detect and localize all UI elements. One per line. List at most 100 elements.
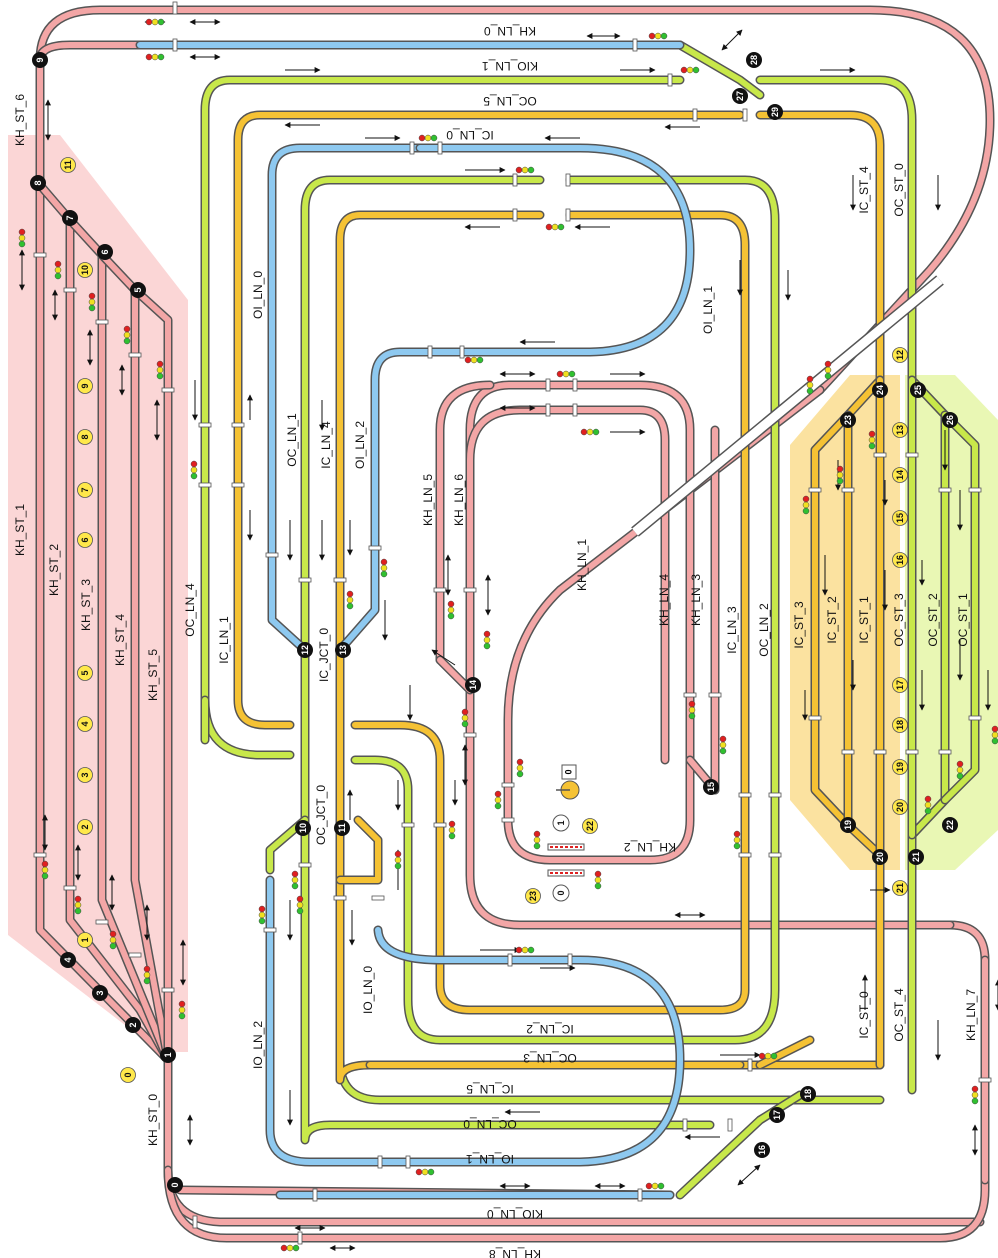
label-io-ln1: IO_LN_1 [466,1152,514,1166]
junction-node[interactable]: 4 [60,952,76,968]
label-ic-ln2: IC_LN_2 [526,1022,574,1036]
stop-marker-label: 4 [80,721,90,726]
stop-marker-label: 9 [80,383,90,388]
stop-marker[interactable]: 18 [893,718,908,733]
stop-marker[interactable]: 14 [893,468,908,483]
label-kh-st0: KH_ST_0 [146,1094,160,1146]
junction-node[interactable]: 25 [910,382,926,398]
label-ic-st3: IC_ST_3 [792,601,806,649]
stop-marker[interactable]: 8 [78,430,93,445]
stop-marker[interactable]: 6 [78,533,93,548]
junction-node[interactable]: 28 [746,52,762,68]
stop-marker[interactable]: 7 [78,483,93,498]
junction-node[interactable]: 19 [840,817,856,833]
junction-node[interactable]: 17 [769,1107,785,1123]
junction-node[interactable]: 20 [872,849,888,865]
signal-light [581,429,599,435]
stop-marker[interactable]: 20 [893,800,908,815]
junction-node[interactable]: 9 [32,52,48,68]
stop-marker[interactable]: 2 [78,820,93,835]
signal-light [146,54,164,60]
stop-marker[interactable]: 15 [893,511,908,526]
junction-node[interactable]: 21 [908,849,924,865]
junction-node-label: 29 [770,107,780,117]
signal-light [534,831,540,849]
stop-marker[interactable]: 9 [78,379,93,394]
junction-node[interactable]: 27 [732,88,748,104]
junction-node-label: 17 [772,1110,782,1120]
junction-node[interactable]: 13 [335,642,351,658]
junction-node[interactable]: 14 [465,677,481,693]
signal-light [869,431,875,449]
junction-node-label: 5 [133,287,143,292]
junction-node[interactable]: 29 [767,104,783,120]
junction-node-label: 23 [843,415,853,425]
junction-node[interactable]: 3 [92,985,108,1001]
stop-marker[interactable]: 1 [78,933,93,948]
junction-node[interactable]: 11 [334,820,350,836]
junction-node[interactable]: 1 [160,1047,176,1063]
stop-marker-label: 5 [80,670,90,675]
white-marker[interactable]: 1 [553,815,569,831]
signal-light [281,1245,299,1251]
stop-marker[interactable]: 0 [121,1068,136,1083]
junction-node[interactable]: 6 [97,244,113,260]
stop-marker[interactable]: 21 [893,881,908,896]
junction-node-label: 3 [95,990,105,995]
signal-light [449,821,455,839]
junction-node-label: 18 [803,1089,813,1099]
stop-marker[interactable]: 11 [61,158,76,173]
stop-marker-label: 13 [895,425,905,435]
stop-marker[interactable]: 22 [583,819,598,834]
turntable[interactable]: 0 [556,765,579,799]
stop-marker-label: 10 [80,265,90,275]
track-oi-ln1[interactable] [340,148,690,650]
signal-light [75,896,81,914]
junction-node-label: 26 [945,415,955,425]
junction-node[interactable]: 22 [942,817,958,833]
junction-node[interactable]: 2 [125,1017,141,1033]
junction-node[interactable]: 16 [754,1142,770,1158]
stop-marker[interactable]: 23 [526,889,541,904]
track-oc-st0-top[interactable] [760,80,912,380]
stop-marker[interactable]: 10 [78,263,93,278]
stop-marker[interactable]: 12 [893,348,908,363]
junction-node[interactable]: 24 [872,382,888,398]
signal-light [19,229,25,247]
stop-marker[interactable]: 17 [893,678,908,693]
junction-node[interactable]: 0 [167,1177,183,1193]
label-ic-ln0: IC_LN_0 [446,128,494,142]
label-oi-ln0: OI_LN_0 [251,271,265,319]
stop-marker[interactable]: 5 [78,666,93,681]
stop-marker[interactable]: 3 [78,768,93,783]
white-marker[interactable]: 0 [553,885,569,901]
track-kh-ln0-top[interactable] [40,45,140,60]
junction-node[interactable]: 5 [130,282,146,298]
junction-node[interactable]: 15 [703,779,719,795]
stop-marker[interactable]: 16 [893,553,908,568]
junction-node[interactable]: 10 [295,820,311,836]
label-ic-ln1: IC_LN_1 [217,616,231,664]
signal-light [484,631,490,649]
label-ic-jct0: IC_JCT_0 [317,628,331,682]
signal-light [517,759,523,777]
stop-marker[interactable]: 13 [893,423,908,438]
signal-light [89,293,95,311]
junction-node-label: 0 [170,1182,180,1187]
signal-light [646,1183,664,1189]
junction-node-label: 25 [913,385,923,395]
junction-node-label: 14 [468,680,478,690]
stop-marker[interactable]: 19 [893,760,908,775]
junction-node[interactable]: 7 [62,210,78,226]
stop-marker[interactable]: 4 [78,717,93,732]
junction-node[interactable]: 8 [30,175,46,191]
stop-marker-label: 22 [585,821,595,831]
junction-node[interactable]: 26 [942,412,958,428]
stop-marker-label: 3 [80,772,90,777]
junction-node-label: 10 [298,823,308,833]
junction-node[interactable]: 12 [297,642,313,658]
junction-node-label: 15 [706,782,716,792]
junction-node[interactable]: 18 [800,1086,816,1102]
junction-node[interactable]: 23 [840,412,856,428]
label-oc-st0-top: OC_ST_0 [892,163,906,217]
